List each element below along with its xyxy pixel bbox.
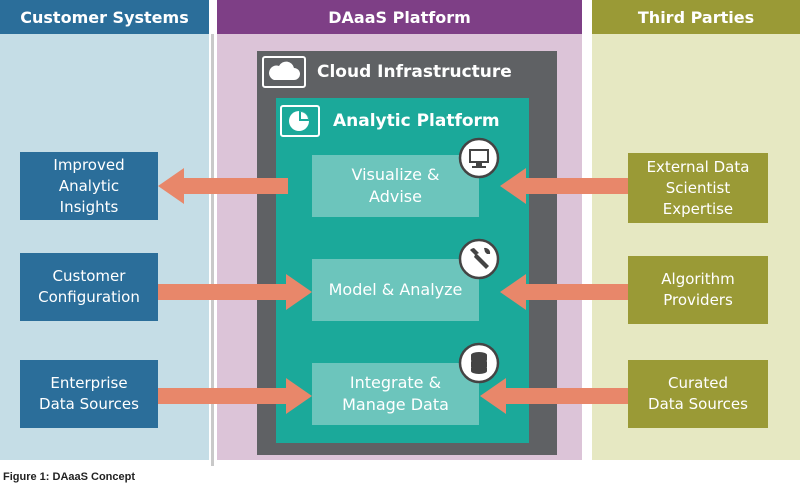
customer-systems-header: Customer Systems bbox=[0, 0, 209, 34]
step-model-analyze: Model & Analyze bbox=[312, 259, 479, 321]
daas-platform-header: DAaaS Platform bbox=[217, 0, 582, 34]
arrow-enterprise-in bbox=[158, 378, 312, 414]
enterprise-data-sources-box: Enterprise Data Sources bbox=[20, 360, 158, 428]
arrow-expertise-in bbox=[500, 168, 628, 204]
cloud-infrastructure-title: Cloud Infrastructure bbox=[317, 62, 512, 82]
monitor-icon bbox=[458, 137, 500, 179]
improved-analytic-insights-box: Improved Analytic Insights bbox=[20, 152, 158, 220]
third-parties-header: Third Parties bbox=[592, 0, 800, 34]
customer-configuration-box: Customer Configuration bbox=[20, 253, 158, 321]
database-icon bbox=[458, 342, 500, 384]
step-integrate-manage: Integrate & Manage Data bbox=[312, 363, 479, 425]
column-divider bbox=[211, 34, 214, 466]
arrow-insights-out bbox=[158, 168, 288, 204]
wrench-icon bbox=[458, 238, 500, 280]
curated-data-sources-box: Curated Data Sources bbox=[628, 360, 768, 428]
external-data-scientist-expertise-box: External Data Scientist Expertise bbox=[628, 153, 768, 223]
figure-caption: Figure 1: DAaaS Concept bbox=[3, 471, 136, 483]
cloud-icon bbox=[262, 56, 306, 88]
pie-chart-icon bbox=[280, 105, 320, 137]
arrow-algorithm-in bbox=[500, 274, 628, 310]
arrow-curated-in bbox=[480, 378, 628, 414]
analytic-platform-title: Analytic Platform bbox=[333, 111, 500, 131]
arrow-configuration-in bbox=[158, 274, 312, 310]
algorithm-providers-box: Algorithm Providers bbox=[628, 256, 768, 324]
step-visualize-advise: Visualize & Advise bbox=[312, 155, 479, 217]
